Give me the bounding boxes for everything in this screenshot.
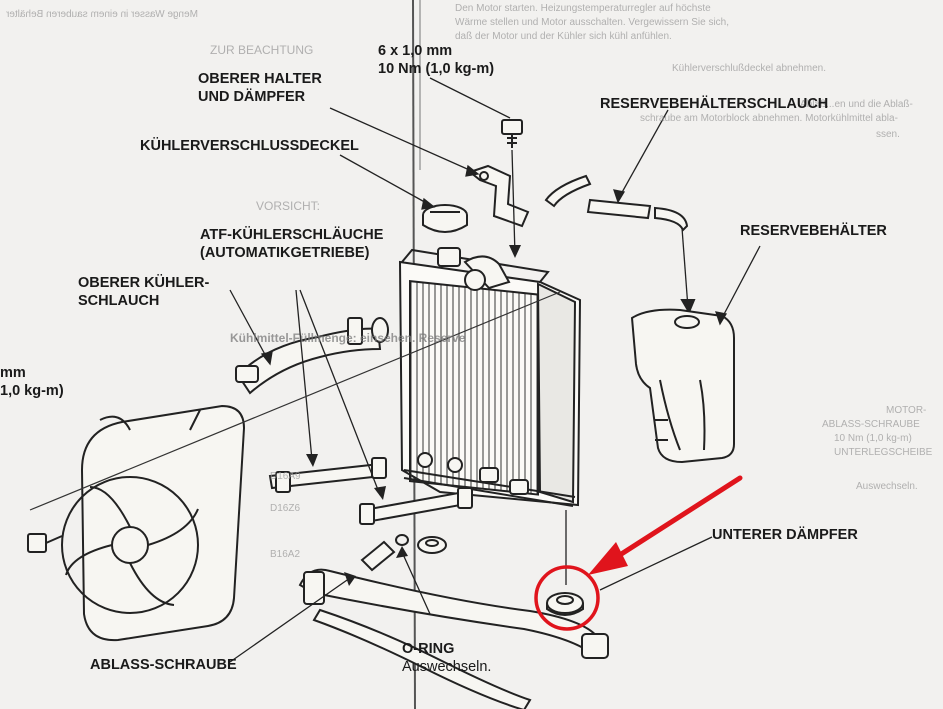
bolt-size: 6 x 1,0 mm bbox=[378, 43, 453, 59]
ghost-text: schraube am Motorblock abnehmen. Motorkü… bbox=[640, 113, 898, 124]
ghost-text: B16A2 bbox=[270, 549, 301, 560]
atf-cooler-hoses bbox=[268, 457, 473, 525]
radiator-neck bbox=[437, 247, 511, 291]
lower-damper-label: UNTERER DÄMPFER bbox=[712, 527, 858, 543]
ghost-text: ZUR BEACHTUNG bbox=[210, 43, 314, 57]
highlight-arrow bbox=[588, 475, 743, 575]
radiator-cap bbox=[422, 204, 468, 233]
ghost-text: Kühlmittel-Füllmenge: einsehen. Reserve bbox=[230, 331, 466, 345]
ghost-text: ssen. bbox=[876, 129, 900, 140]
ghost-text: Ablaß...en und die Ablaß- bbox=[800, 99, 913, 110]
ghost-text: ABLASS-SCHRAUBE bbox=[822, 419, 920, 430]
leader-lines bbox=[229, 77, 761, 366]
ghost-text: Menge Wasser in einem sauberen Behälter bbox=[6, 9, 198, 20]
ghost-text: Den Motor starten. Heizungstemperaturreg… bbox=[455, 3, 711, 14]
left-spec-line2: 1,0 kg-m) bbox=[0, 383, 64, 399]
o-ring-label-line1: O-RING bbox=[402, 641, 455, 657]
fan-shroud bbox=[61, 404, 246, 642]
reserve-tank bbox=[630, 308, 735, 464]
upper-hose-label-line2: SCHLAUCH bbox=[78, 293, 160, 309]
left-spec-label: mm 1,0 kg-m) bbox=[0, 364, 64, 400]
upper-radiator-hose bbox=[235, 317, 389, 395]
ghost-text: daß der Motor und der Kühler sich kühl a… bbox=[455, 31, 672, 42]
atf-hoses-label-line2: (AUTOMATIKGETRIEBE) bbox=[200, 245, 370, 261]
drain-bolt-part bbox=[360, 534, 409, 572]
drain-bolt-label: ABLASS-SCHRAUBE bbox=[90, 657, 237, 673]
ghost-text: D16A9 bbox=[270, 471, 301, 482]
shroud-bolt bbox=[27, 533, 63, 553]
ghost-text: Kühlerverschlußdeckel abnehmen. bbox=[672, 63, 826, 74]
o-ring-note: Auswechseln. bbox=[402, 659, 492, 675]
reserve-hose bbox=[544, 174, 696, 315]
bolt-spec-label: 6 x 1,0 mm 10 Nm (1,0 kg-m) bbox=[378, 42, 494, 78]
radiator-bottom-fittings bbox=[417, 452, 529, 554]
upper-bracket bbox=[467, 164, 530, 228]
ghost-text: Auswechseln. bbox=[856, 481, 918, 492]
highlight-circle bbox=[534, 565, 600, 631]
radiator-cap-label: KÜHLERVERSCHLUSSDECKEL bbox=[140, 138, 359, 154]
lower-radiator-hose bbox=[298, 568, 609, 709]
atf-hoses-label-line1: ATF-KÜHLERSCHLÄUCHE bbox=[200, 227, 384, 243]
atf-hoses-label: ATF-KÜHLERSCHLÄUCHE (AUTOMATIKGETRIEBE) bbox=[200, 226, 383, 262]
upper-bracket-label-line2: UND DÄMPFER bbox=[198, 89, 306, 105]
reserve-hose-label: RESERVEBEHÄLTERSCHLAUCH bbox=[600, 96, 829, 112]
ghost-text: MOTOR- bbox=[886, 405, 927, 416]
ghost-text: 10 Nm (1,0 kg-m) bbox=[834, 433, 912, 444]
upper-bracket-label: OBERER HALTER UND DÄMPFER bbox=[198, 70, 322, 106]
upper-hose-label: OBERER KÜHLER- SCHLAUCH bbox=[78, 274, 209, 310]
ghost-text: UNTERLEGSCHEIBE bbox=[834, 447, 933, 458]
ghost-text: D16Z6 bbox=[270, 503, 301, 514]
radiator bbox=[398, 248, 582, 507]
ghost-text: Wärme stellen und Motor ausschalten. Ver… bbox=[455, 17, 730, 28]
left-spec-line1: mm bbox=[0, 365, 26, 381]
lower-damper bbox=[546, 592, 584, 616]
o-ring-label: O-RING Auswechseln. bbox=[402, 640, 491, 676]
bracket-bolt bbox=[501, 119, 523, 148]
reserve-tank-label: RESERVEBEHÄLTER bbox=[740, 223, 887, 239]
upper-bracket-label-line1: OBERER HALTER bbox=[198, 71, 322, 87]
bolt-torque: 10 Nm (1,0 kg-m) bbox=[378, 61, 495, 77]
ghost-text: VORSICHT: bbox=[256, 199, 321, 213]
upper-hose-label-line1: OBERER KÜHLER- bbox=[78, 275, 210, 291]
